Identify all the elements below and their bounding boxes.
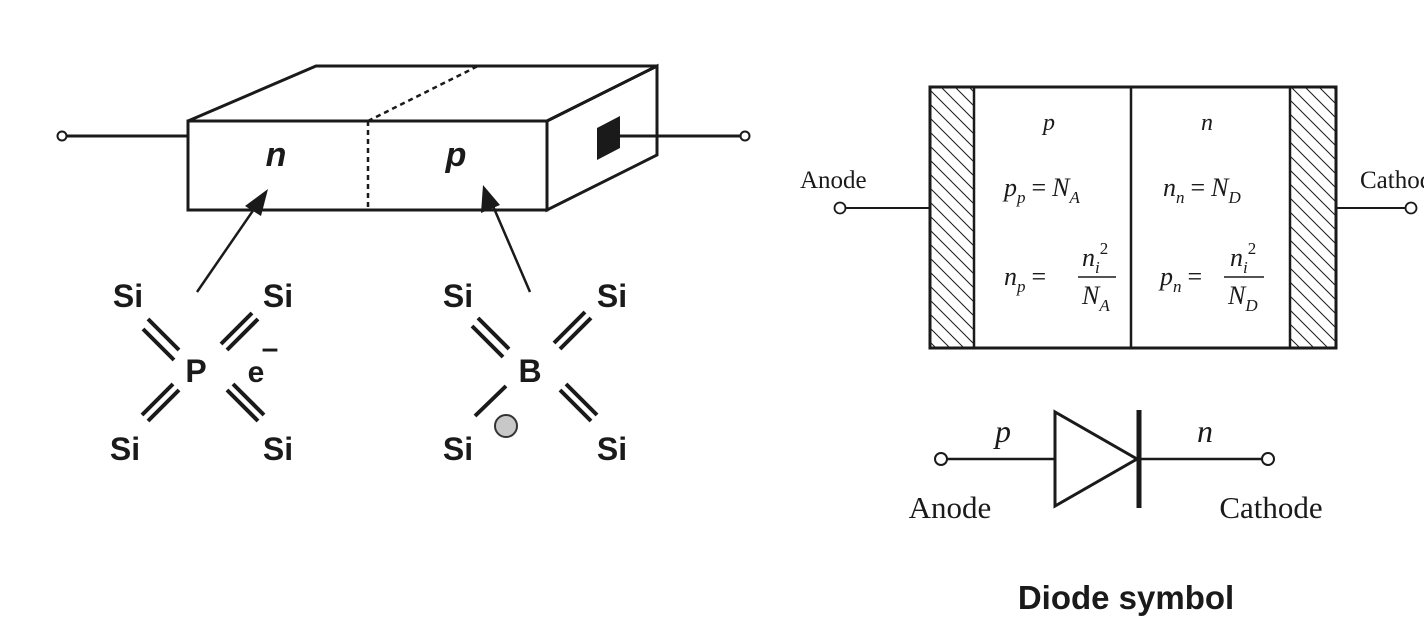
boron-atom: B xyxy=(518,353,541,389)
phosphorus-atom: P xyxy=(185,353,206,389)
arrow-to-n-shaft xyxy=(195,198,263,293)
diode-anode-label: Anode xyxy=(909,490,992,525)
si-atom: Si xyxy=(113,278,143,314)
arrow-to-p-shaft xyxy=(488,198,532,293)
diode-symbol-caption: Diode symbol xyxy=(1018,579,1234,616)
anode-terminal xyxy=(833,201,847,215)
metal-contact xyxy=(597,116,620,160)
p-fraction-numerator: ni2 xyxy=(1082,239,1108,277)
cathode-terminal xyxy=(1404,201,1418,215)
pn-block-3d: n p xyxy=(56,63,751,293)
diode-cathode-terminal xyxy=(1261,452,1275,466)
si-atom: Si xyxy=(110,431,140,467)
si-atom: Si xyxy=(263,431,293,467)
p-fraction-denominator: NA xyxy=(1081,281,1110,315)
left-terminal xyxy=(56,130,68,142)
anode-label: Anode xyxy=(800,167,867,194)
si-atom: Si xyxy=(443,278,473,314)
junction-line-top xyxy=(367,64,479,123)
si-atom: Si xyxy=(443,431,473,467)
arrow-to-p-head xyxy=(481,185,500,213)
pn-cross-section: Anode Cathode p pp=NA np= ni2 NA n nn=ND… xyxy=(800,85,1424,350)
n-fraction-numerator: ni2 xyxy=(1230,239,1256,277)
block-p-label: p xyxy=(445,136,467,174)
n-majority-carrier-equation: nn=ND xyxy=(1163,173,1242,207)
single-bond-missing-electron xyxy=(473,384,508,418)
phosphorus-donor-lattice: P e – Si Si Si Si xyxy=(110,278,293,467)
cross-section-outline xyxy=(928,85,1338,350)
p-region-title: p xyxy=(1041,110,1055,136)
boron-bonds xyxy=(470,310,599,423)
n-region-title: n xyxy=(1201,110,1213,136)
arrow-to-n-head xyxy=(245,189,268,216)
hole-circle xyxy=(494,414,518,438)
diode-p-label: p xyxy=(993,413,1011,449)
block-n-label: n xyxy=(266,136,287,174)
si-atom: Si xyxy=(263,278,293,314)
electron-charge-sign: – xyxy=(262,332,279,365)
p-minority-carrier-lhs: np= xyxy=(1004,262,1046,296)
p-majority-carrier-equation: pp=NA xyxy=(1002,173,1081,207)
n-fraction-denominator: ND xyxy=(1227,281,1258,315)
si-atom: Si xyxy=(597,431,627,467)
cathode-contact-hatched xyxy=(1290,87,1336,348)
n-minority-carrier-lhs: pn= xyxy=(1158,262,1202,296)
block-top-face xyxy=(187,64,658,123)
phosphorus-bonds xyxy=(140,311,266,423)
diode-anode-terminal xyxy=(934,452,948,466)
free-electron-label: e xyxy=(248,356,265,389)
diode-symbol: p n Anode Cathode Diode symbol xyxy=(909,409,1323,616)
diode-triangle xyxy=(1053,409,1141,509)
si-atom: Si xyxy=(597,278,627,314)
diode-n-label: n xyxy=(1197,413,1213,449)
diode-cathode-label: Cathode xyxy=(1219,490,1322,525)
anode-contact-hatched xyxy=(930,87,974,348)
boron-acceptor-lattice: B Si Si Si Si xyxy=(443,278,627,467)
cathode-label: Cathode xyxy=(1360,167,1424,194)
right-terminal xyxy=(739,130,751,142)
